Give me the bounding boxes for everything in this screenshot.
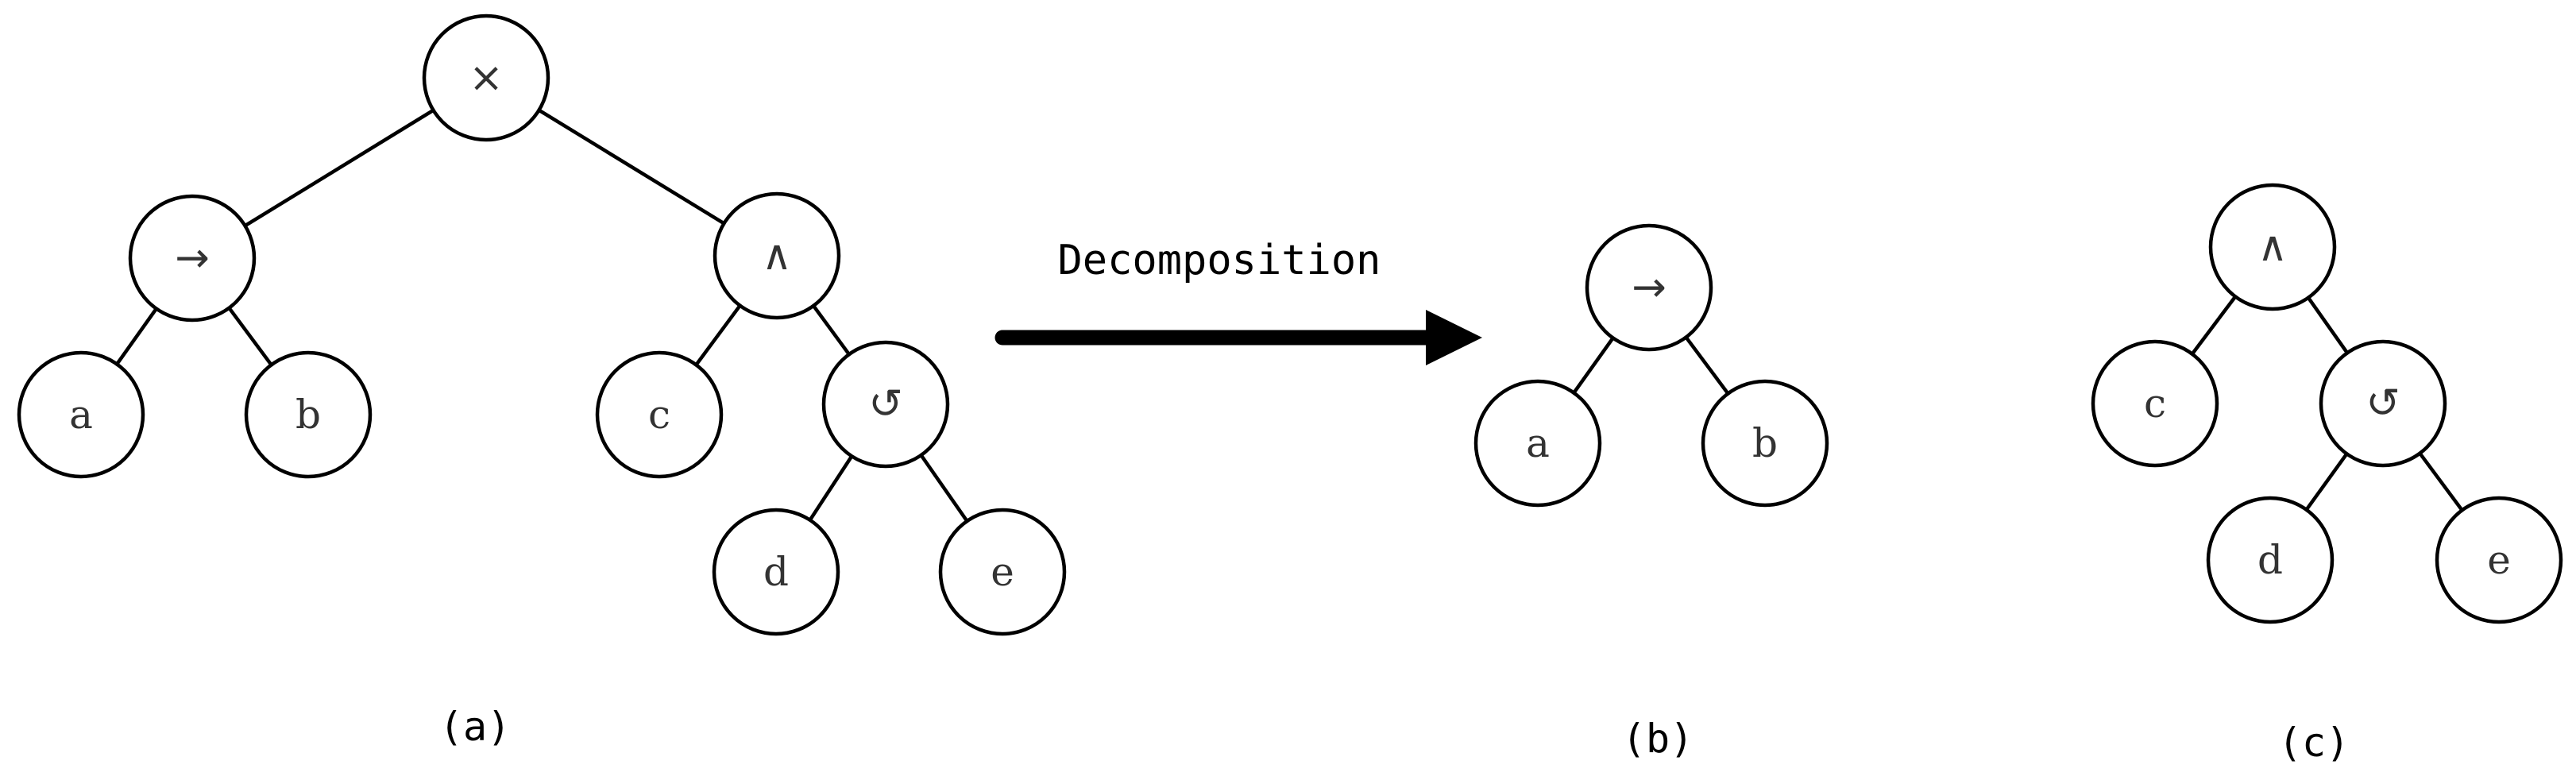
- arrow-label: Decomposition: [1058, 237, 1381, 284]
- node-circle: [712, 508, 840, 636]
- edge-and-c: [694, 304, 742, 366]
- edge-and-c: [2191, 295, 2237, 355]
- arrow-head: [1426, 310, 1482, 365]
- node-d: d: [2206, 496, 2335, 624]
- node-label: b: [295, 392, 321, 438]
- node-circle: [2091, 339, 2219, 468]
- edge-seq-a: [115, 307, 158, 365]
- edge-times-seq: [244, 108, 434, 228]
- edge-and-loop: [2307, 296, 2349, 354]
- node-e: e: [938, 508, 1067, 636]
- node-label: d: [2257, 537, 2283, 583]
- node-b: b: [244, 350, 373, 479]
- node-circle: [2206, 496, 2335, 624]
- caption-b: (b): [1622, 716, 1694, 762]
- node-label: ×: [469, 54, 504, 102]
- node-label: c: [2144, 380, 2166, 427]
- node-label: b: [1752, 420, 1778, 466]
- node-a: a: [17, 350, 145, 479]
- node-label: a: [1526, 420, 1550, 466]
- edge-seq-b: [1684, 336, 1730, 395]
- node-circle: [2435, 496, 2563, 624]
- node-circle: [422, 14, 550, 142]
- node-seq: →: [128, 194, 257, 322]
- node-label: →: [175, 234, 210, 282]
- node-c: c: [2091, 339, 2219, 468]
- node-circle: [713, 191, 841, 320]
- edge-loop-d: [808, 455, 854, 521]
- node-circle: [1473, 379, 1602, 508]
- node-label: →: [1632, 264, 1666, 311]
- node-circle: [17, 350, 145, 479]
- node-label: ↺: [868, 380, 903, 428]
- node-label: e: [2487, 537, 2511, 583]
- node-c: c: [595, 350, 724, 479]
- edge-loop-e: [2418, 452, 2464, 512]
- node-circle: [938, 508, 1067, 636]
- edge-seq-a: [1572, 337, 1615, 394]
- node-circle: [244, 350, 373, 479]
- node-circle: [128, 194, 257, 322]
- tree-c: ∧ c ↺ d e: [2091, 183, 2563, 624]
- edge-seq-b: [227, 307, 273, 366]
- node-and: ∧: [713, 191, 841, 320]
- node-loop: ↺: [2319, 339, 2447, 468]
- node-label: d: [763, 549, 789, 595]
- node-b: b: [1701, 379, 1829, 508]
- node-circle: [2208, 183, 2337, 311]
- node-circle: [1585, 223, 1713, 352]
- node-times: ×: [422, 14, 550, 142]
- node-loop: ↺: [821, 340, 950, 469]
- caption-c: (c): [2278, 720, 2350, 766]
- tree-a: × → ∧ a b c ↺ d e: [17, 14, 1067, 636]
- node-circle: [821, 340, 950, 469]
- node-circle: [1701, 379, 1829, 508]
- node-label: ↺: [2366, 380, 2400, 427]
- node-label: e: [991, 549, 1014, 595]
- edge-loop-e: [919, 454, 969, 523]
- node-seq: →: [1585, 223, 1713, 352]
- edge-and-loop: [812, 304, 851, 356]
- edge-loop-d: [2304, 452, 2349, 512]
- node-circle: [2319, 339, 2447, 468]
- node-label: ∧: [2257, 223, 2288, 271]
- node-circle: [595, 350, 724, 479]
- node-label: a: [69, 392, 93, 438]
- node-a: a: [1473, 379, 1602, 508]
- node-d: d: [712, 508, 840, 636]
- node-e: e: [2435, 496, 2563, 624]
- tree-b: → a b: [1473, 223, 1829, 508]
- node-and: ∧: [2208, 183, 2337, 311]
- node-label: ∧: [762, 232, 792, 280]
- edge-times-and: [538, 108, 725, 226]
- node-label: c: [648, 392, 670, 438]
- caption-a: (a): [439, 704, 511, 750]
- decomposition-arrow: Decomposition: [994, 237, 1482, 365]
